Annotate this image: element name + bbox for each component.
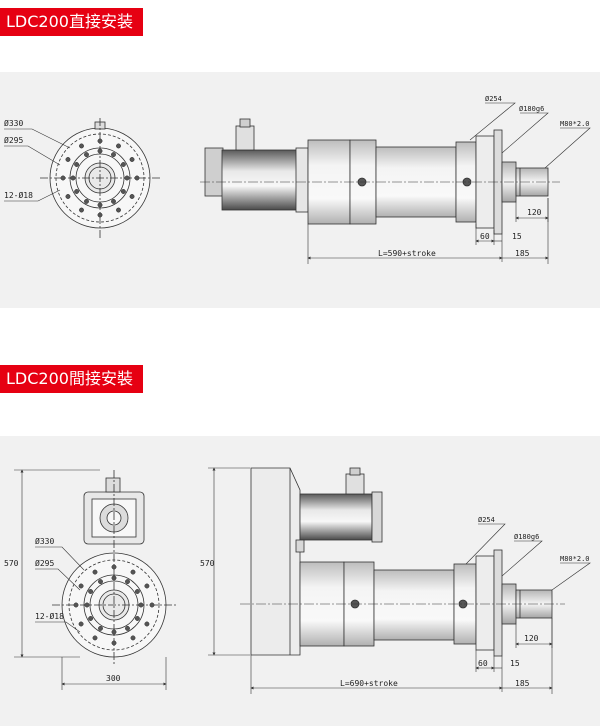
bolt-hole xyxy=(79,207,84,213)
dim-15-indirect: 15 xyxy=(510,659,520,668)
bolt-hole xyxy=(125,625,130,631)
flange-front-view-indirect xyxy=(52,470,176,664)
leader-lines-front-indirect xyxy=(14,469,167,690)
motor-direct xyxy=(204,118,309,213)
dim-d295-indirect: Ø295 xyxy=(35,558,54,568)
dim-185-direct: 185 xyxy=(515,249,530,258)
dimension-lines-direct xyxy=(307,102,591,264)
dim-60-direct: 60 xyxy=(480,232,490,241)
dim-d295-direct: Ø295 xyxy=(4,135,23,145)
bolt-hole xyxy=(78,621,84,627)
bolt-hole xyxy=(97,148,103,154)
bolt-hole xyxy=(129,194,135,199)
bolt-hole xyxy=(60,175,66,181)
bolt-hole xyxy=(125,579,130,585)
bolt-hole xyxy=(111,629,117,635)
dim-thread-indirect: M80*2.0 xyxy=(560,555,590,563)
bolt-hole xyxy=(65,157,71,162)
bolt-hole xyxy=(111,575,117,581)
bolt-hole xyxy=(134,175,140,181)
section-title-direct: LDC200直接安装 xyxy=(0,8,143,36)
dim-total-indirect: L=690+stroke xyxy=(340,679,398,688)
section-title-indirect: LDC200間接安裝 xyxy=(0,365,143,393)
bolt-hole xyxy=(97,202,103,208)
dim-holes-indirect: 12-Ø18 xyxy=(35,611,64,621)
bolt-hole xyxy=(134,589,140,594)
dim-holes-direct: 12-Ø18 xyxy=(4,190,33,200)
dimension-lines-indirect xyxy=(208,467,591,694)
flange-front-view-direct xyxy=(40,118,160,238)
bolt-hole xyxy=(88,589,94,594)
dim-570-side: 570 xyxy=(200,559,215,568)
bolt-hole xyxy=(144,583,150,589)
bolt-hole xyxy=(120,189,126,194)
dim-120-indirect: 120 xyxy=(524,634,539,643)
bolt-hole xyxy=(116,207,121,213)
bolt-hole xyxy=(111,198,116,204)
bolt-hole xyxy=(149,602,155,608)
bolt-hole xyxy=(84,198,89,204)
bolt-hole xyxy=(92,569,98,575)
bolt-hole xyxy=(134,616,140,621)
bolt-hole xyxy=(124,175,130,181)
bolt-holes-indirect xyxy=(73,564,155,646)
dim-d254-indirect: Ø254 xyxy=(478,516,495,524)
cylinder-body-indirect xyxy=(299,549,553,657)
bolt-hole xyxy=(111,564,117,570)
bolt-hole xyxy=(84,602,90,608)
bolt-hole xyxy=(111,640,117,646)
bolt-hole xyxy=(73,602,79,608)
dim-300: 300 xyxy=(106,674,121,683)
mount-plate-indirect xyxy=(250,467,301,656)
bolt-hole xyxy=(65,194,71,199)
dim-total-direct: L=590+stroke xyxy=(378,249,436,258)
bolt-hole xyxy=(88,616,94,621)
dim-15-direct: 15 xyxy=(512,232,522,241)
motor-indirect xyxy=(295,467,383,553)
dim-570-front: 570 xyxy=(4,559,19,568)
bolt-hole xyxy=(70,175,76,181)
bolt-hole xyxy=(98,625,103,631)
bolt-hole xyxy=(144,621,150,627)
bolt-hole xyxy=(79,143,84,149)
bolt-hole xyxy=(138,602,144,608)
bolt-hole xyxy=(78,583,84,589)
bolt-holes-direct xyxy=(60,138,140,218)
dim-120-direct: 120 xyxy=(527,208,542,217)
bolt-hole xyxy=(130,569,136,575)
dim-185-indirect: 185 xyxy=(515,679,530,688)
dim-d330-indirect: Ø330 xyxy=(35,536,54,546)
dim-thread-direct: M80*2.0 xyxy=(560,120,590,128)
bolt-hole xyxy=(111,152,116,158)
bolt-hole xyxy=(120,162,126,167)
dim-d180-indirect: Ø180g6 xyxy=(514,533,539,541)
dim-d180-direct: Ø180g6 xyxy=(519,105,544,113)
bolt-hole xyxy=(74,189,80,194)
bolt-hole xyxy=(84,152,89,158)
bolt-hole xyxy=(97,138,103,144)
dim-d330-direct: Ø330 xyxy=(4,118,23,128)
dim-60-indirect: 60 xyxy=(478,659,488,668)
dim-d254-direct: Ø254 xyxy=(485,95,502,103)
bolt-hole xyxy=(98,579,103,585)
bolt-hole xyxy=(97,212,103,218)
leader-lines-front-direct xyxy=(4,128,71,202)
bolt-hole xyxy=(92,635,98,641)
bolt-hole xyxy=(130,635,136,641)
bolt-hole xyxy=(129,157,135,162)
bolt-hole xyxy=(74,162,80,167)
bolt-hole xyxy=(116,143,121,149)
